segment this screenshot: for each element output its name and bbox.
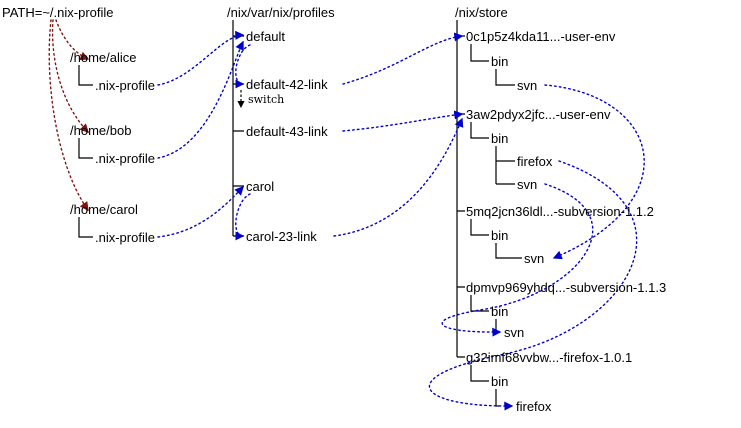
tree-line-carol: [78, 217, 93, 238]
tree-line-bob: [78, 138, 93, 159]
store-file-5mq2-svn: svn: [524, 251, 545, 266]
store-entry-firefox-101: g32imf68vvbw...-firefox-1.0.1: [466, 350, 633, 365]
path-arrow-alice: [55, 19, 90, 61]
tree-line-alice: [78, 65, 93, 86]
store-file-3aw2-firefox: firefox: [517, 154, 553, 169]
store-file-g32-firefox: firefox: [516, 399, 552, 414]
path-reference-arrows: [48, 19, 90, 212]
tree-line-store-entry-1: [470, 122, 515, 185]
symlink-userenv-firefox-to-firefox101: [428, 160, 638, 411]
profile-carol-23-link: carol-23-link: [246, 229, 317, 244]
tree-line-store-entry-0: [470, 44, 515, 86]
store-file-3aw2-svn: svn: [517, 177, 538, 192]
path-arrow-carol: [48, 19, 89, 212]
header-profiles-root: /nix/var/nix/profiles: [227, 5, 335, 20]
symlink-default-to-42-link: [235, 44, 251, 89]
header-path-env: PATH=~/.nix-profile: [2, 5, 114, 20]
profile-default-42-link: default-42-link: [246, 77, 328, 92]
store-entry-subversion-113: dpmvp969yhdq...-subversion-1.1.3: [466, 280, 667, 295]
store-entry-userenv-0c1p: 0c1p5z4kda11...-user-env: [466, 29, 616, 44]
nix-profile-link-alice: .nix-profile: [95, 78, 155, 93]
store-bin-0: bin: [491, 54, 509, 69]
home-dir-carol: /home/carol: [70, 202, 138, 217]
store-bin-1: bin: [491, 131, 509, 146]
switch-label: switch: [248, 93, 285, 106]
profile-default: default: [246, 29, 286, 44]
symlink-arrows: [157, 30, 645, 411]
header-store-root: /nix/store: [455, 5, 508, 20]
symlink-42-link-to-userenv-0c1p: [342, 32, 464, 85]
nix-profile-link-bob: .nix-profile: [95, 151, 155, 166]
symlink-alice-to-default: [157, 30, 245, 86]
symlink-userenv-svn-to-subversion112: [544, 84, 645, 260]
symlink-carol-to-23-link: [235, 193, 251, 241]
home-dir-bob: /home/bob: [70, 123, 132, 138]
symlink-bob-to-default: [157, 40, 244, 159]
symlink-carol-to-carol: [157, 186, 244, 238]
store-bin-2: bin: [491, 228, 509, 243]
symlink-43-link-to-userenv-3aw2: [342, 110, 464, 132]
store-entry-subversion-112: 5mq2jcn36ldl...-subversion-1.1.2: [466, 204, 654, 219]
symlink-userenv-svn-to-subversion113: [441, 183, 594, 337]
tree-line-store-entry-2: [470, 219, 522, 259]
store-file-0c1p-svn: svn: [517, 78, 538, 93]
profile-default-43-link: default-43-link: [246, 124, 328, 139]
nix-profile-link-carol: .nix-profile: [95, 230, 155, 245]
store-file-dpmvp-svn: svn: [504, 325, 525, 340]
symlink-23-link-to-userenv-3aw2: [333, 117, 464, 237]
tree-line-store-trunk: [456, 20, 465, 358]
profile-carol: carol: [246, 179, 275, 194]
store-bin-4: bin: [491, 374, 509, 389]
store-entry-userenv-3aw2: 3aw2pdyx2jfc...-user-env: [466, 107, 611, 122]
path-arrow-bob: [51, 19, 89, 133]
store-bin-3: bin: [491, 304, 509, 319]
home-dir-alice: /home/alice: [70, 50, 137, 65]
